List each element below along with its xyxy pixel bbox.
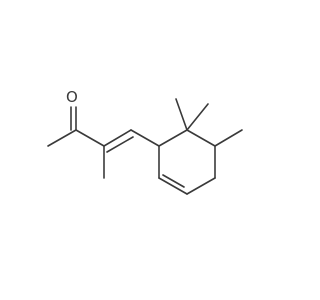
bond-ring-methyl <box>214 129 243 147</box>
bond-gem-methyl-right <box>186 103 209 131</box>
ring-bond-5 <box>158 177 188 195</box>
ring-double-bond-inner <box>162 174 185 188</box>
ring-bond-4 <box>186 177 216 195</box>
ring-bond-1 <box>158 129 188 147</box>
ring-bond-2 <box>186 129 216 147</box>
bond-vinyl-ring <box>130 129 160 147</box>
bond-gem-methyl-left <box>175 98 188 131</box>
bond-methyl-carbonyl <box>47 129 77 147</box>
oxygen-atom-label: O <box>66 88 78 106</box>
bond-alkene-2 <box>106 136 134 153</box>
chemical-structure-diagram: O <box>47 88 243 195</box>
bond-alkene-1 <box>103 129 132 147</box>
structure-canvas: O <box>47 88 243 195</box>
bond-carbonyl-alpha <box>75 129 105 147</box>
